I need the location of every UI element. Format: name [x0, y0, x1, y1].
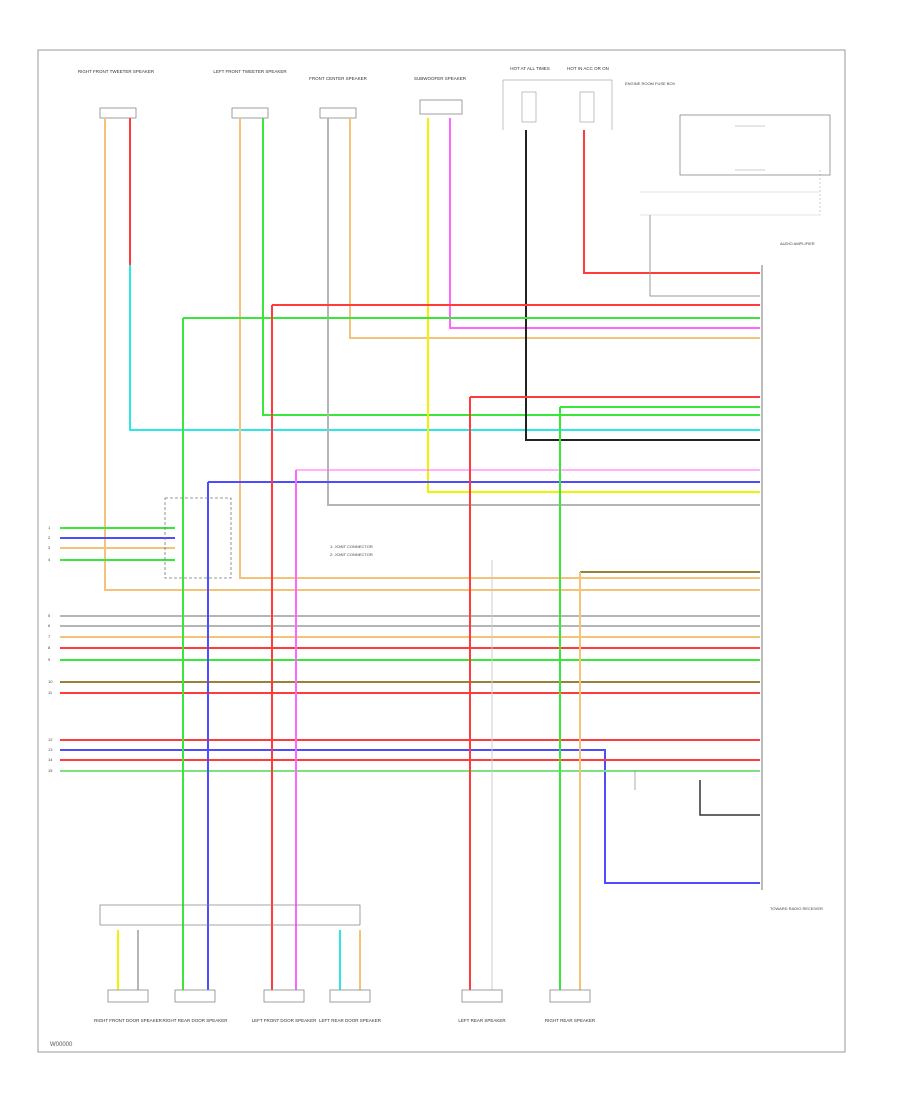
top-connector-right-front-tweeter: RIGHT FRONT TWEETER SPEAKER — [78, 69, 155, 119]
bottom-connector: RIGHT REAR DOOR SPEAKER — [163, 989, 229, 1023]
top-connector-front-center: FRONT CENTER SPEAKER — [309, 76, 368, 119]
connector-label: FRONT CENTER SPEAKER — [309, 76, 367, 81]
bottom-connector: LEFT FRONT DOOR SPEAKER — [252, 989, 318, 1023]
pin-number: 5 — [48, 613, 51, 618]
wire-yellow — [427, 118, 760, 493]
pin-number: 13 — [48, 747, 53, 752]
wire-gray — [327, 118, 760, 506]
pin-number: 14 — [48, 757, 53, 762]
right-top-box — [640, 114, 831, 216]
pin-number: 1 — [48, 525, 51, 530]
wire-black — [525, 130, 760, 441]
wire-orange — [239, 118, 760, 579]
speaker-label: LEFT FRONT DOOR SPEAKER — [252, 1018, 318, 1023]
speaker-label: LEFT REAR DOOR SPEAKER — [319, 1018, 382, 1023]
wire-black — [699, 780, 760, 816]
wire-blue — [60, 749, 760, 884]
fuse-label: HOT AT ALL TIMES — [510, 66, 550, 71]
pin-number: 4 — [48, 557, 51, 562]
wire-cyan — [129, 265, 760, 431]
speaker-label: LEFT REAR SPEAKER — [458, 1018, 506, 1023]
bottom-connector: RIGHT FRONT DOOR SPEAKER — [94, 989, 163, 1023]
pin-number: 10 — [48, 679, 53, 684]
pin-number: 7 — [48, 634, 51, 639]
fuse-label: HOT IN ACC OR ON — [567, 66, 609, 71]
wire-gray — [649, 215, 760, 297]
pin-number: 3 — [48, 545, 51, 550]
joint-connector: 1: JOINT CONNECTOR 2: JOINT CONNECTOR — [164, 497, 373, 579]
figure-id: W00000 — [50, 1042, 73, 1048]
bottom-harness — [99, 904, 361, 926]
pin-number: 9 — [48, 657, 51, 662]
pin-number: 6 — [48, 623, 51, 628]
wire-pink — [449, 118, 760, 329]
amplifier-label: AUDIO AMPLIFIER — [780, 241, 815, 246]
right-block-label: TOWARD RADIO RECEIVER — [770, 906, 823, 911]
pin-number: 12 — [48, 737, 53, 742]
joint-note: 1: JOINT CONNECTOR — [330, 544, 373, 549]
diagram-frame — [37, 49, 846, 1053]
wire-group — [60, 118, 760, 990]
fuse-box-label: ENGINE ROOM FUSE BOX — [625, 81, 676, 86]
wire-red — [583, 130, 760, 274]
wire-orange — [349, 118, 760, 339]
speaker-label: RIGHT FRONT DOOR SPEAKER — [94, 1018, 163, 1023]
speaker-label: RIGHT REAR SPEAKER — [545, 1018, 596, 1023]
top-connector-left-front-tweeter: LEFT FRONT TWEETER SPEAKER — [213, 69, 287, 119]
pin-number: 15 — [48, 768, 53, 773]
wire-orange — [104, 118, 760, 591]
bottom-connector: LEFT REAR SPEAKER — [458, 989, 506, 1023]
connector-label: RIGHT FRONT TWEETER SPEAKER — [78, 69, 155, 74]
pin-number: 11 — [48, 690, 53, 695]
bottom-connector: RIGHT REAR SPEAKER — [545, 989, 596, 1023]
connector-label: LEFT FRONT TWEETER SPEAKER — [213, 69, 287, 74]
amplifier-block: AUDIO AMPLIFIER TOWARD RADIO RECEIVER — [761, 241, 823, 911]
joint-note: 2: JOINT CONNECTOR — [330, 552, 373, 557]
pin-number: 8 — [48, 645, 51, 650]
fuse-block: HOT AT ALL TIMES HOT IN ACC OR ON ENGINE… — [502, 66, 676, 130]
top-connector-subwoofer: SUBWOOFER SPEAKER — [414, 76, 467, 115]
wire-green — [262, 118, 760, 416]
left-pin-numbers: 1 2 3 4 5 6 7 8 9 10 11 12 13 14 15 — [48, 525, 53, 773]
bottom-connector: LEFT REAR DOOR SPEAKER — [319, 989, 382, 1023]
pin-number: 2 — [48, 535, 51, 540]
connector-label: SUBWOOFER SPEAKER — [414, 76, 467, 81]
speaker-label: RIGHT REAR DOOR SPEAKER — [163, 1018, 229, 1023]
